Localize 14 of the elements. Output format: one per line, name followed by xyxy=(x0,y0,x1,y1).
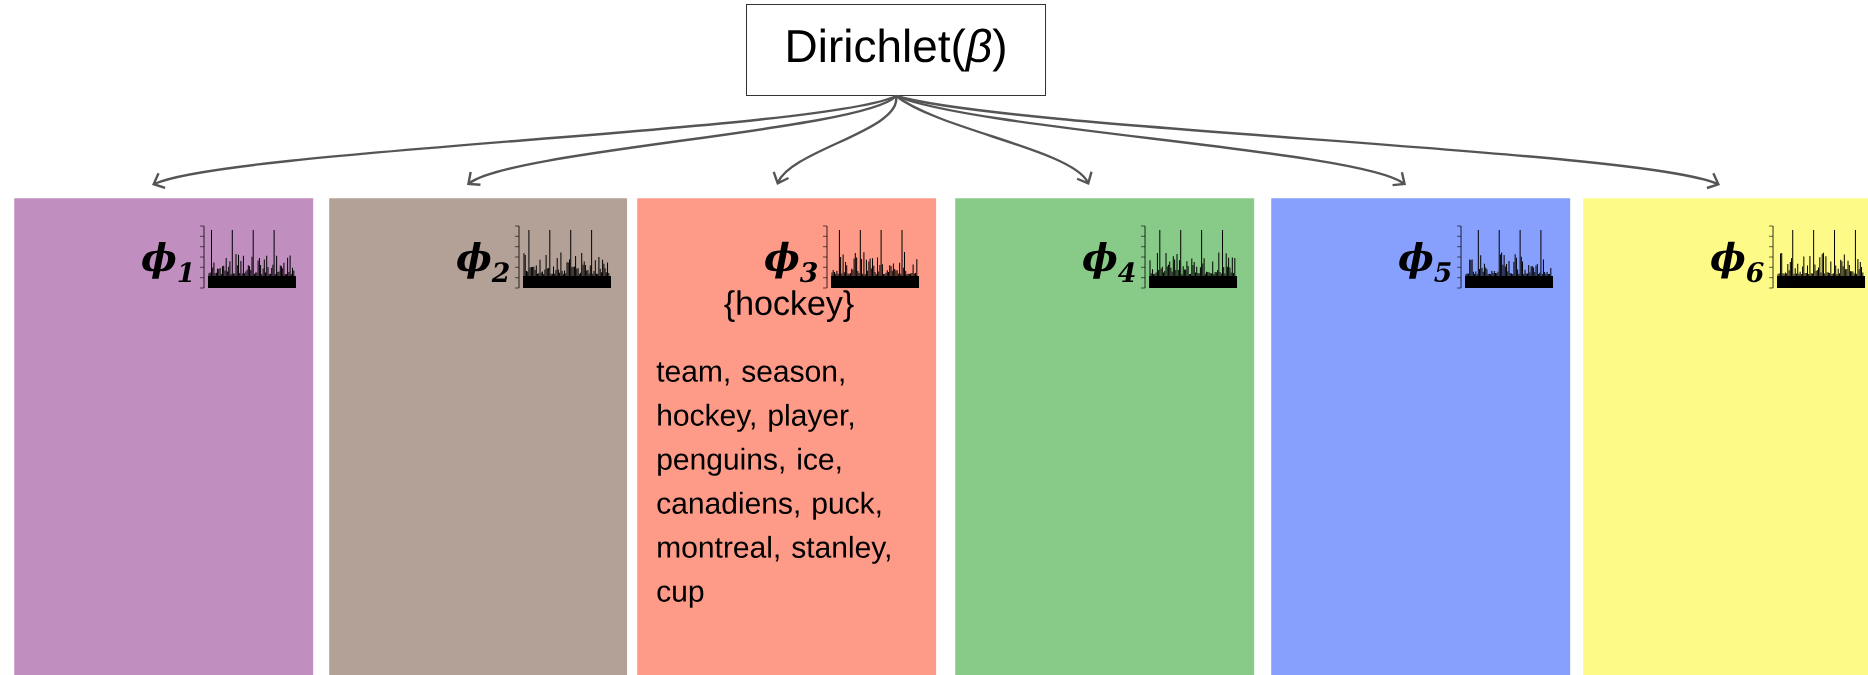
phi-label: ϕ$_{3}$ xyxy=(765,241,817,283)
topic-label: {hockey} xyxy=(724,290,854,322)
distribution-box: Dirichlet(β) xyxy=(746,4,1046,96)
arrow xyxy=(467,94,897,186)
arrow xyxy=(895,94,1721,190)
word-list: team, season, hockey, player, penguins, ice, canadiens, puck, montreal, stanley, cup xyxy=(656,362,890,608)
arrow xyxy=(772,95,898,185)
phi-label: ϕ$_{2}$ xyxy=(457,242,509,283)
phi-label: ϕ$_{6}$ xyxy=(1711,241,1764,283)
phi-label: ϕ$_{1}$ xyxy=(142,242,192,283)
phi-label: ϕ$_{5}$ xyxy=(1399,241,1451,283)
phi-label: ϕ$_{4}$ xyxy=(1083,242,1135,283)
arrow xyxy=(152,94,897,189)
arrow xyxy=(895,95,1093,185)
